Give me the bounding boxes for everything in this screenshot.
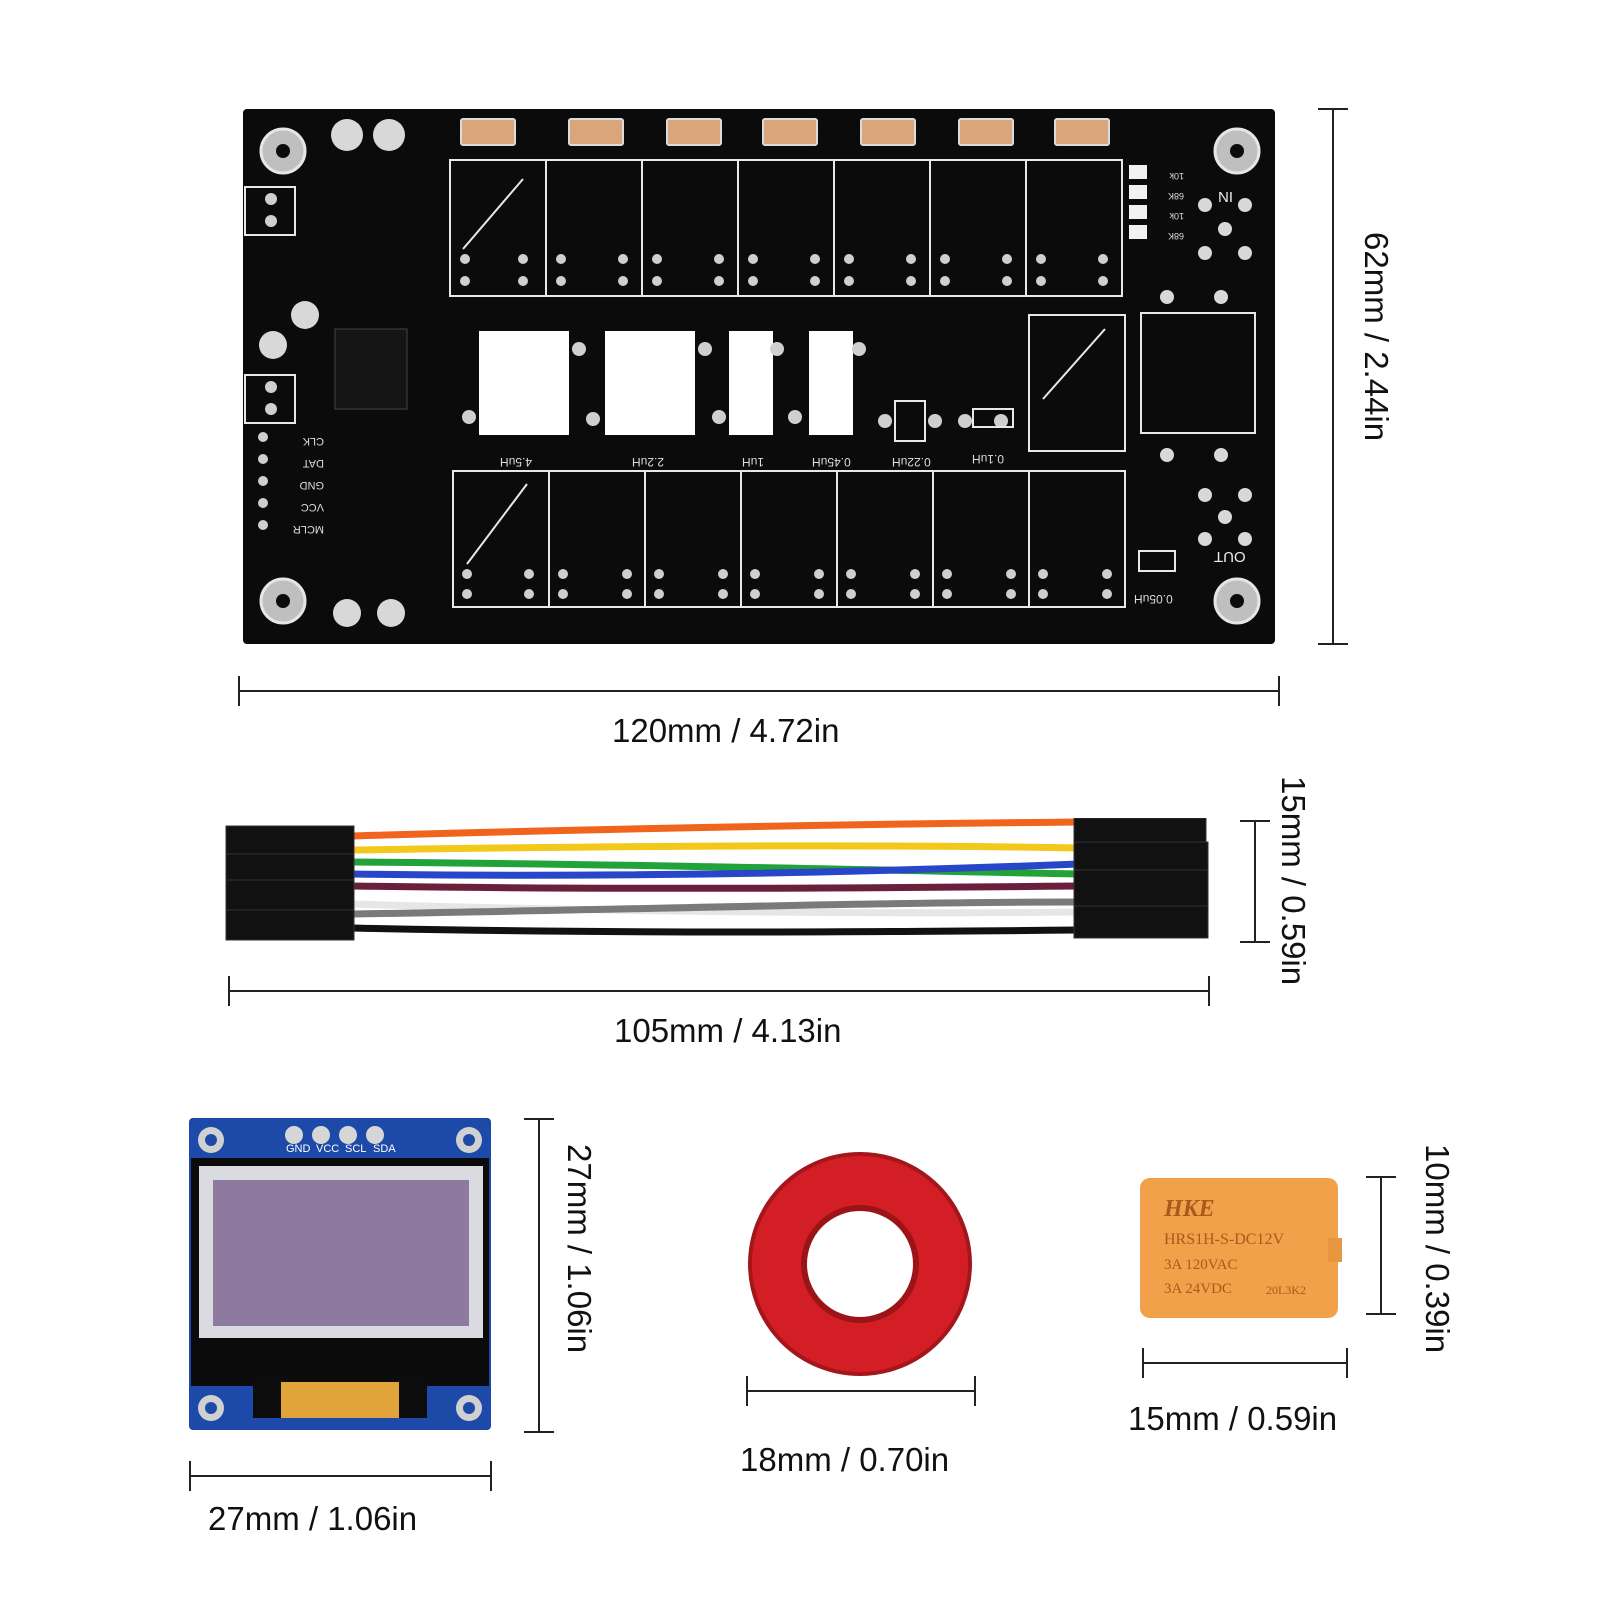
relay-graphic — [1140, 1178, 1342, 1318]
pcb-width-tick-right — [1278, 676, 1280, 706]
relay-model: HRS1H-S-DC12V — [1164, 1231, 1285, 1248]
oled-width-tick-right — [490, 1461, 492, 1491]
relay-component — [1140, 1176, 1346, 1320]
inductor-label: 4.5uH — [500, 455, 533, 469]
resistor-label: 10k — [1169, 211, 1184, 221]
pin-label: VCC — [300, 501, 324, 513]
oled-pin-label: SDA — [373, 1143, 396, 1155]
oled-height-line — [538, 1118, 540, 1432]
pin-label: MCLR — [292, 523, 324, 535]
oled-width-line — [189, 1475, 491, 1477]
pcb-graphic — [243, 109, 1275, 644]
pin-label: CLK — [302, 435, 324, 447]
pcb-board — [243, 109, 1275, 644]
relay-width-line — [1142, 1362, 1348, 1364]
cable-height-line — [1254, 820, 1256, 942]
pcb-height-line — [1332, 108, 1334, 644]
pcb-width-line — [238, 690, 1280, 692]
cable-width-tick-right — [1208, 976, 1210, 1006]
toroid-width-line — [746, 1390, 976, 1392]
oled-pin-label: SCL — [345, 1143, 367, 1155]
oled-height-tick-bottom — [524, 1431, 554, 1433]
inductor-label: 0.1uH — [972, 452, 1005, 466]
cable-width-label: 105mm / 4.13in — [614, 1012, 842, 1049]
oled-pin-label: VCC — [316, 1143, 340, 1155]
oled-module — [189, 1118, 491, 1430]
oled-graphic — [189, 1118, 491, 1430]
pin-label: GND — [299, 479, 324, 491]
toroid-width-label: 18mm / 0.70in — [740, 1441, 950, 1478]
oled-width-label: 27mm / 1.06in — [208, 1500, 418, 1537]
relay-height-label: 10mm / 0.39in — [1419, 1144, 1456, 1354]
toroid-graphic — [748, 1152, 972, 1376]
relay-date-code: 20L3K2 — [1266, 1283, 1306, 1297]
relay-width-tick-right — [1346, 1348, 1348, 1378]
inductor-label: 0.45uH — [812, 455, 851, 469]
relay-brand: HKE — [1164, 1196, 1215, 1222]
cable-height-label: 15mm / 0.59in — [1275, 776, 1312, 986]
resistor-label: 68K — [1167, 191, 1184, 201]
oled-pin-label: GND — [286, 1143, 311, 1155]
inductor-label: 1uH — [742, 455, 765, 469]
pcb-height-tick-bottom — [1318, 643, 1348, 645]
relay-width-label: 15mm / 0.59in — [1128, 1400, 1338, 1437]
relay-rating-dc: 3A 24VDC — [1164, 1281, 1232, 1297]
pcb-pin-labels: MCLR VCC GND DAT CLK — [276, 430, 324, 540]
relay-height-tick-bottom — [1366, 1313, 1396, 1315]
inductor-label: 0.05uH — [1134, 592, 1173, 606]
cable-height-tick-bottom — [1240, 941, 1270, 943]
pcb-width-label: 120mm / 4.72in — [612, 712, 840, 749]
oled-height-label: 27mm / 1.06in — [561, 1144, 598, 1354]
toroid-width-tick-right — [974, 1376, 976, 1406]
pcb-in-label: IN — [1218, 188, 1233, 205]
dupont-cable — [224, 817, 1214, 948]
cable-graphic — [225, 817, 1209, 941]
toroid-core — [746, 1150, 974, 1378]
resistor-label: 68K — [1167, 231, 1184, 241]
pin-label: DAT — [302, 457, 324, 469]
relay-rating-ac: 3A 120VAC — [1164, 1257, 1238, 1273]
cable-width-line — [228, 990, 1210, 992]
relay-height-line — [1380, 1176, 1382, 1314]
inductor-label: 0.22uH — [892, 455, 931, 469]
inductor-label: 2.2uH — [632, 455, 665, 469]
pcb-height-label: 62mm / 2.44in — [1358, 232, 1395, 442]
resistor-labels: 68K 10k 68K 10k — [1168, 166, 1184, 246]
pcb-out-label: OUT — [1214, 548, 1246, 565]
resistor-label: 10k — [1169, 171, 1184, 181]
